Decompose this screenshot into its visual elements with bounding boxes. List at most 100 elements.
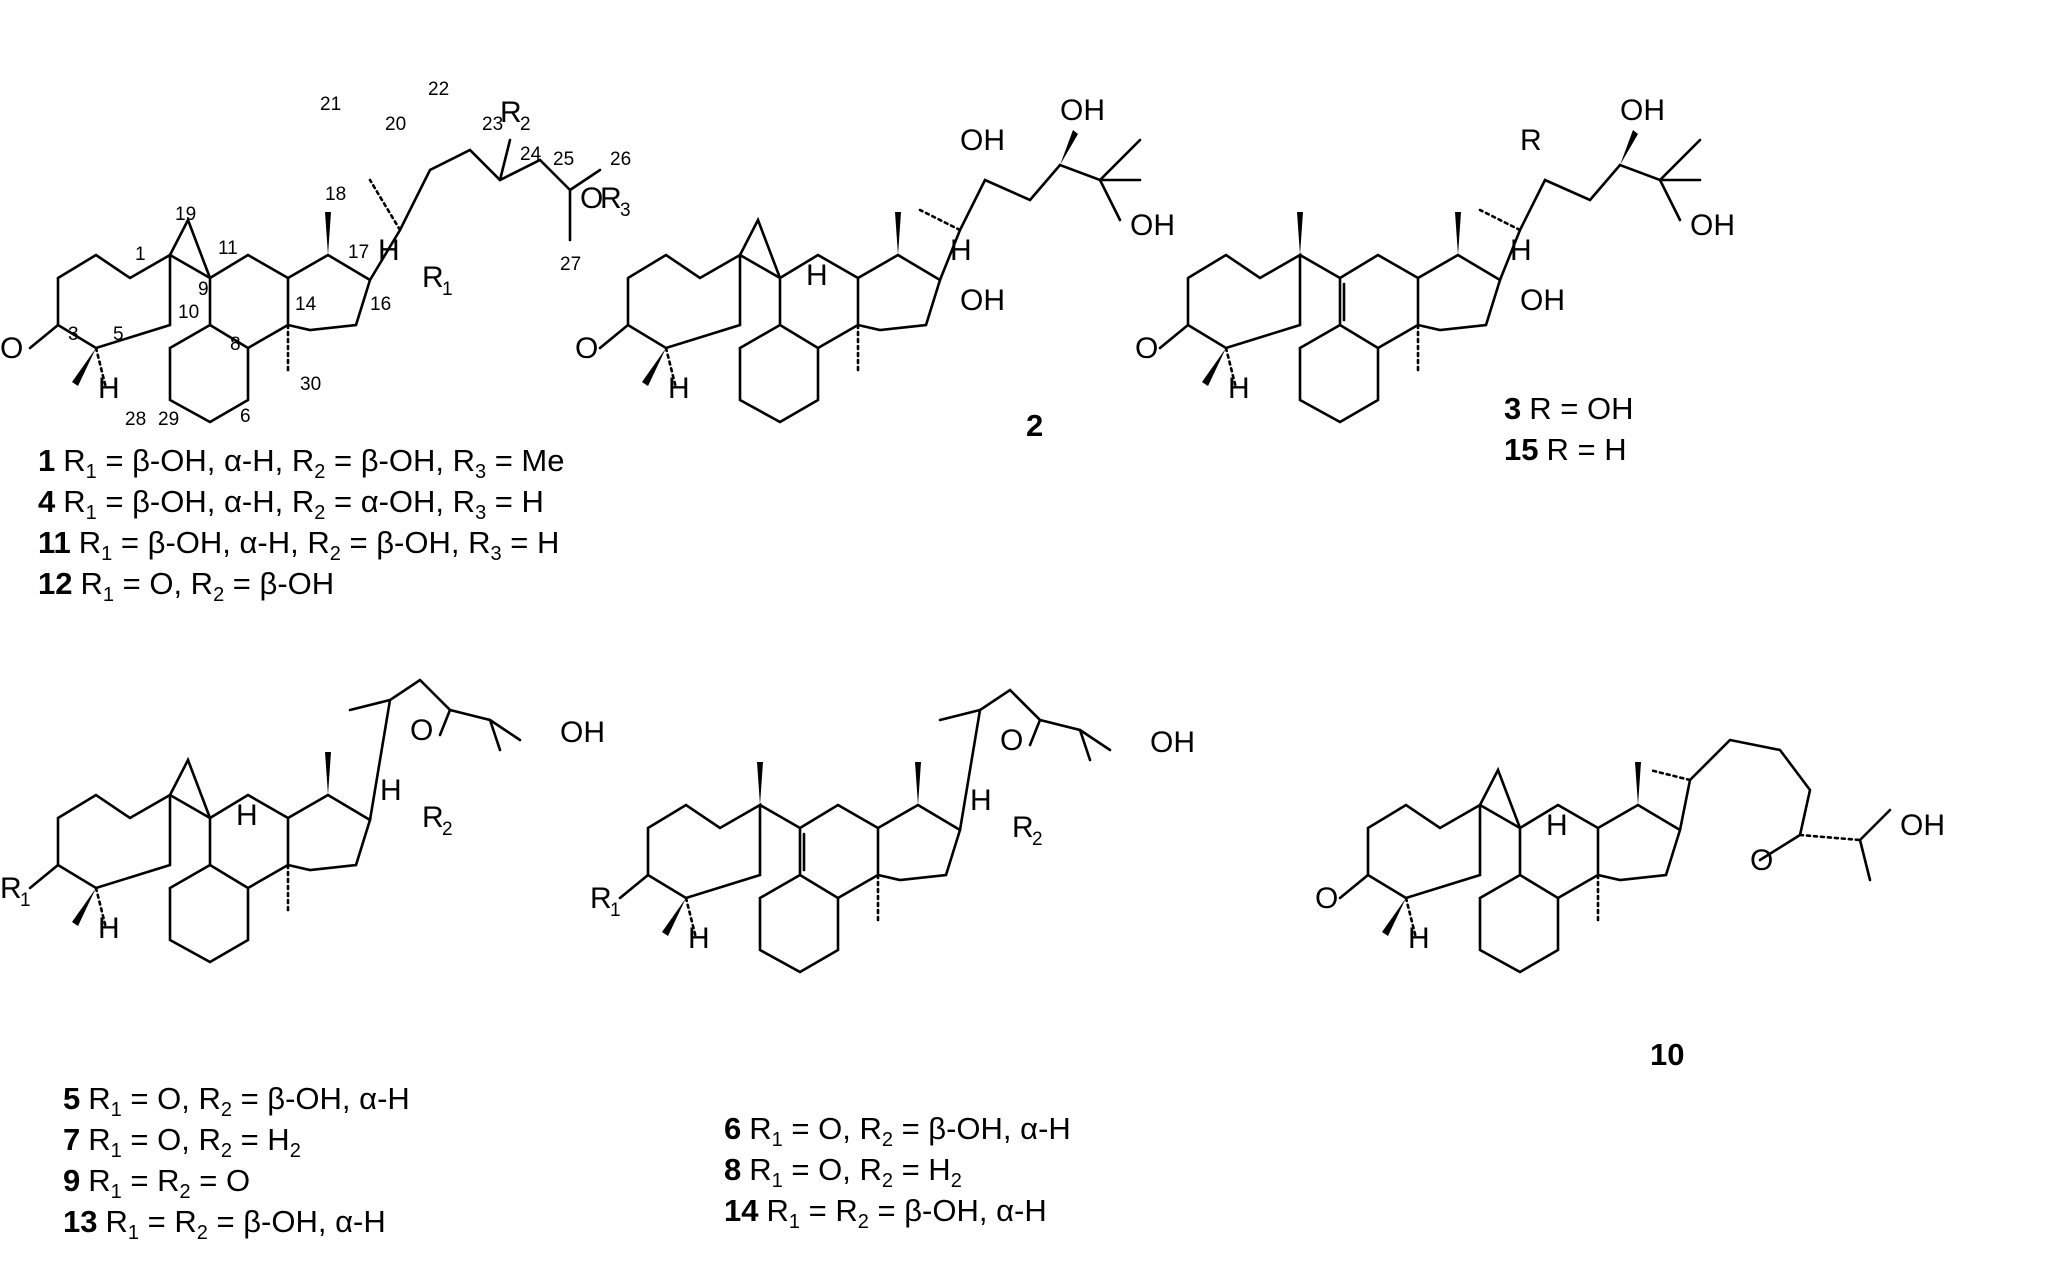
- substituent-text: R = H: [1546, 432, 1627, 467]
- substituent-text: R1 = β-OH, α-H, R2 = β-OH, R3 = Me: [63, 443, 565, 483]
- compound-number: 15: [1504, 432, 1539, 467]
- atom-label: R: [500, 96, 522, 129]
- atom-label: O: [1750, 844, 1773, 877]
- atom-label: R: [0, 872, 22, 905]
- atom-label: O: [1135, 332, 1158, 365]
- compound-label-10: 10: [1650, 1037, 1685, 1072]
- atom-label: O: [1315, 882, 1338, 915]
- atom-label: R: [422, 801, 444, 834]
- locant: 14: [295, 294, 317, 315]
- atom-label: O: [0, 332, 23, 365]
- atom-label: O: [410, 714, 433, 747]
- atom-label: H: [236, 799, 258, 832]
- locant: 22: [428, 79, 449, 100]
- atom-label: OH: [1620, 94, 1665, 127]
- locant: 29: [158, 409, 179, 430]
- substituent-text: R1 = O, R2 = H2: [749, 1152, 962, 1192]
- locant: 6: [240, 406, 251, 427]
- substituent-text: R1 = β-OH, α-H, R2 = α-OH, R3 = H: [63, 484, 544, 524]
- atom-label: H: [806, 259, 828, 292]
- atom-label: R: [590, 882, 612, 915]
- atom-label: H: [1546, 809, 1568, 842]
- compound-number: 14: [724, 1193, 759, 1228]
- locant: 21: [320, 94, 341, 115]
- atom-label: OH: [960, 124, 1005, 157]
- atom-label: OH: [960, 284, 1005, 317]
- locant: 19: [175, 204, 196, 225]
- atom-label: O: [1000, 724, 1023, 757]
- compound-number: 6: [724, 1111, 742, 1146]
- locant: 9: [198, 279, 209, 300]
- substituent-text: R1 = O, R2 = H2: [88, 1122, 301, 1162]
- structure-1: R 2 O R 3 H R 1 O H 21 20 22 23 24 25 26…: [0, 79, 631, 430]
- locant: 26: [610, 149, 631, 170]
- atom-label: H: [378, 234, 400, 267]
- atom-label: H: [668, 372, 690, 405]
- structure-2: OH OH OH H OH H O H: [575, 94, 1175, 424]
- locant: 10: [178, 302, 199, 323]
- atom-label: H: [98, 912, 120, 945]
- structure-10: OH O H O H: [1315, 738, 1945, 974]
- compound-number: 7: [63, 1122, 81, 1157]
- atom-label: R: [600, 182, 622, 215]
- compound-number: 12: [38, 566, 73, 601]
- locant: 5: [113, 324, 124, 345]
- atom-label: OH: [560, 716, 605, 749]
- atom-label: 3: [620, 200, 631, 221]
- compound-number: 1: [38, 443, 56, 478]
- compound-label-2: 2: [1026, 408, 1044, 443]
- locant: 8: [230, 334, 241, 355]
- atom-label: O: [580, 182, 603, 215]
- compound-number: 9: [63, 1163, 81, 1198]
- atom-label: OH: [1900, 809, 1945, 842]
- locant: 3: [68, 324, 79, 345]
- compound-number: 11: [38, 525, 71, 560]
- atom-label: R: [1012, 811, 1034, 844]
- atom-label: OH: [1150, 726, 1195, 759]
- substituent-text: R1 = R2 = β-OH, α-H: [766, 1193, 1047, 1233]
- atom-label: R: [422, 261, 444, 294]
- atom-label: O: [575, 332, 598, 365]
- locant: 1: [135, 244, 146, 265]
- locant: 25: [553, 149, 574, 170]
- atom-label: H: [98, 372, 120, 405]
- atom-label: H: [1228, 372, 1250, 405]
- structure-3: R OH OH H OH O H: [1135, 94, 1735, 424]
- structure-6: OH O H R 2 R 1 H: [590, 688, 1195, 974]
- substituent-text: R1 = β-OH, α-H, R2 = β-OH, R3 = H: [78, 525, 560, 565]
- atom-label: H: [688, 922, 710, 955]
- locant: 16: [370, 294, 391, 315]
- substituent-text: R = OH: [1529, 391, 1634, 426]
- locant: 28: [125, 409, 146, 430]
- structure-5: OH O H H R 2 R 1 H: [0, 678, 605, 964]
- substituent-text: R1 = O, R2 = β-OH, α-H: [749, 1111, 1071, 1151]
- atom-label: OH: [1690, 209, 1735, 242]
- substituent-text: R1 = R2 = β-OH, α-H: [105, 1204, 386, 1244]
- atom-label: R: [1520, 124, 1542, 157]
- locant: 18: [325, 184, 346, 205]
- locant: 17: [348, 242, 369, 263]
- atom-label: 1: [610, 900, 621, 921]
- substituent-text: R1 = O, R2 = β-OH, α-H: [88, 1081, 410, 1121]
- atom-label: 2: [442, 819, 453, 840]
- compound-number: 3: [1504, 391, 1522, 426]
- atom-label: H: [1510, 234, 1532, 267]
- compound-number: 5: [63, 1081, 81, 1116]
- compound-number: 8: [724, 1152, 742, 1187]
